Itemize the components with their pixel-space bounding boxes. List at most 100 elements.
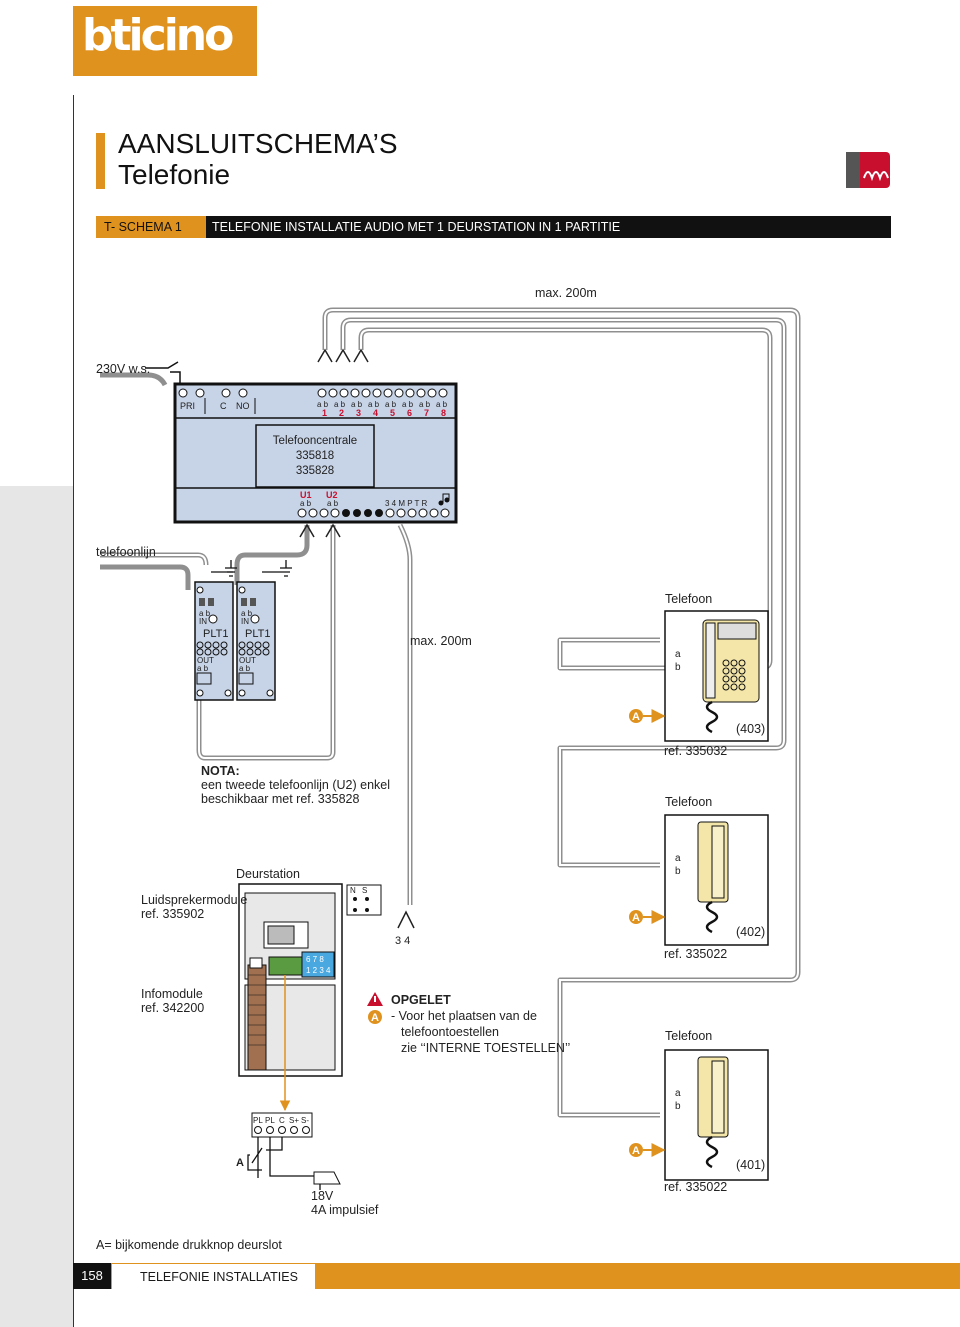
page-title: AANSLUITSCHEMA’S Telefonie — [118, 128, 398, 190]
plt-in-ab: a b — [241, 609, 253, 618]
a-badge-label: A — [371, 1012, 379, 1024]
central-ref1: 335818 — [296, 450, 334, 462]
supply-voltage: 18V — [311, 1189, 334, 1203]
nota-line2: beschikbaar met ref. 335828 — [201, 792, 359, 806]
footer-section-label: TELEFONIE INSTALLATIES — [112, 1263, 315, 1290]
telephone-central — [173, 382, 458, 524]
deurstation-label: Deurstation — [236, 867, 300, 881]
infomodule-ref: ref. 342200 — [141, 1001, 204, 1015]
u1-label: U1 — [300, 490, 312, 500]
opgelet-line2: telefoontoestellen — [401, 1025, 499, 1039]
phone-401-b: b — [675, 1101, 681, 1112]
phone-402-code: (402) — [736, 925, 765, 939]
u2-ab: a b — [327, 499, 339, 508]
phone-401-ref: ref. 335022 — [664, 1180, 727, 1194]
door-station — [238, 883, 343, 1112]
page-edge-band — [0, 486, 73, 1327]
a-badge-label: A — [632, 1145, 640, 1157]
cable-forks — [299, 348, 415, 929]
phone-401 — [664, 1049, 769, 1181]
brand-logo: bticino — [82, 10, 234, 61]
nota-line1: een tweede telefoonlijn (U2) enkel — [201, 778, 390, 792]
luidspreker-label: Luidsprekermodule — [141, 893, 247, 907]
port-number: 4 — [373, 408, 378, 418]
opgelet-title: OPGELET — [391, 993, 451, 1007]
phone-402-label: Telefoon — [665, 795, 712, 809]
u1-ab: a b — [300, 499, 312, 508]
warning-icon — [367, 992, 383, 1006]
lock-terminal-block — [247, 1112, 341, 1190]
plt-name: PLT1 — [245, 628, 270, 640]
port-ab-label: a b — [317, 400, 329, 409]
page-title-line1: AANSLUITSCHEMA’S — [118, 128, 398, 159]
lock-term-s-minus: S- — [301, 1116, 309, 1125]
ground-icons — [211, 560, 292, 577]
central-no-label: NO — [236, 401, 250, 411]
plt-out-ab: a b — [197, 664, 209, 673]
phone-403 — [664, 610, 769, 742]
mains-switch-icon — [145, 361, 181, 384]
page-title-line2: Telefonie — [118, 159, 231, 190]
opgelet-line1: - Voor het plaatsen van de — [391, 1009, 537, 1023]
port-number: 5 — [390, 408, 395, 418]
margin-rule — [73, 95, 74, 1327]
luidspreker-ref: ref. 335902 — [141, 907, 204, 921]
port-ab-label: a b — [402, 400, 414, 409]
central-bottom-terminals: 3 4 M P T R — [385, 499, 427, 508]
mains-label: 230V w.s. — [96, 362, 150, 376]
u2-label: U2 — [326, 490, 338, 500]
schema-header-bar — [96, 216, 891, 238]
port-number: 6 — [407, 408, 412, 418]
phone-402-a: a — [675, 853, 681, 864]
phone-403-code: (403) — [736, 722, 765, 736]
footnote: A= bijkomende drukknop deurslot — [96, 1238, 282, 1252]
max-distance-top: max. 200m — [535, 286, 597, 300]
infomodule-label: Infomodule — [141, 987, 203, 1001]
pushbutton-arrows — [643, 709, 666, 1157]
ns-terminal-s: S — [362, 886, 367, 895]
lock-term-c: C — [279, 1116, 285, 1125]
door-terms-top: 6 7 8 — [306, 955, 324, 964]
phone-401-a: a — [675, 1088, 681, 1099]
a-badge-label: A — [632, 912, 640, 924]
plt-in-label: IN — [241, 617, 249, 626]
cable-core — [100, 309, 799, 1116]
port-number: 2 — [339, 408, 344, 418]
port-number: 3 — [356, 408, 361, 418]
port-ab-label: a b — [351, 400, 363, 409]
lock-term-pl: PL — [253, 1116, 263, 1125]
port-ab-label: a b — [334, 400, 346, 409]
phone-401-label: Telefoon — [665, 1029, 712, 1043]
central-ref2: 335828 — [296, 465, 334, 477]
plt-out-label: OUT — [197, 656, 214, 665]
opgelet-line3: zie ‘‘INTERNE TOESTELLEN’’ — [401, 1041, 570, 1055]
ns-terminal-n: N — [350, 886, 356, 895]
door-terminal-34: 3 4 — [395, 935, 410, 947]
port-ab-label: a b — [385, 400, 397, 409]
port-ab-label: a b — [436, 400, 448, 409]
a-badges — [368, 709, 643, 1157]
brand-logo-box — [73, 6, 257, 76]
title-accent-bar — [96, 133, 105, 189]
lock-button-a: A — [236, 1157, 244, 1169]
schema-tag: T- SCHEMA 1 — [96, 216, 206, 238]
phone-402-ref: ref. 335022 — [664, 947, 727, 961]
plt-out-label: OUT — [239, 656, 256, 665]
telephone-icon — [846, 152, 890, 188]
plt1-modules — [194, 581, 276, 701]
port-ab-label: a b — [419, 400, 431, 409]
music-note-icon — [438, 493, 450, 506]
phone-403-label: Telefoon — [665, 592, 712, 606]
phone-403-a: a — [675, 649, 681, 660]
port-ab-label: a b — [368, 400, 380, 409]
nota-title: NOTA: — [201, 764, 240, 778]
central-pri-label: PRI — [180, 401, 195, 411]
a-badge-label: A — [632, 711, 640, 723]
page-number: 158 — [73, 1263, 111, 1289]
port-number: 7 — [424, 408, 429, 418]
central-c-label: C — [220, 401, 227, 411]
port-number: 1 — [322, 408, 327, 418]
lock-term-pl: PL — [265, 1116, 275, 1125]
max-distance-mid: max. 200m — [410, 634, 472, 648]
